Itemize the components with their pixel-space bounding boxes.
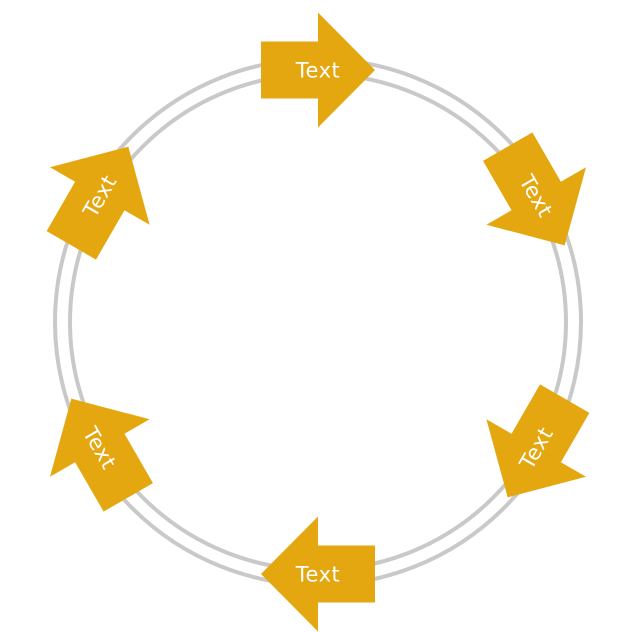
cycle-arrow-upper-left[interactable]: Text: [22, 118, 179, 274]
arrow-shape: [261, 516, 375, 632]
arrow-shape: [261, 12, 375, 128]
arrow-shape: [50, 398, 153, 512]
arrow-shape: [486, 384, 590, 498]
outer-ring: [53, 57, 583, 587]
arrow-label: Text: [295, 58, 340, 82]
cycle-arrow-upper-right[interactable]: Text: [458, 118, 615, 274]
arrow-label: Text: [295, 562, 340, 586]
arrow-shape: [483, 132, 586, 246]
cycle-arrow-top[interactable]: Text: [261, 12, 375, 128]
cycle-arrow-bottom[interactable]: Text: [261, 516, 375, 632]
cycle-arrow-lower-right[interactable]: Text: [458, 370, 615, 526]
inner-ring: [68, 72, 568, 572]
cycle-arrow-lower-left[interactable]: Text: [22, 370, 179, 526]
arrow-shape: [46, 146, 150, 260]
